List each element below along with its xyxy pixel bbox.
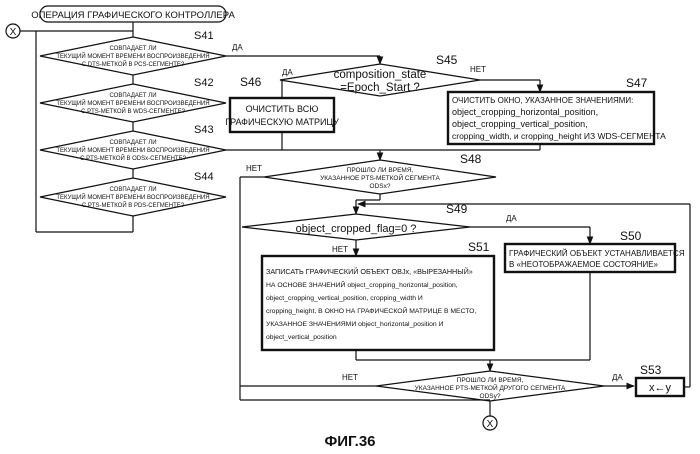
s50-line-2: В «НЕОТОБРАЖАЕМОЕ СОСТОЯНИЕ» [509, 260, 659, 269]
step-s45: S45 [436, 53, 458, 67]
s51-line-3: object_cropping_vertical_position, cropp… [266, 295, 423, 302]
start-label: ОПЕРАЦИЯ ГРАФИЧЕСКОГО КОНТРОЛЛЕРА [31, 10, 235, 21]
s41-line-2: ТЕКУЩИЙ МОМЕНТ ВРЕМЕНИ ВОСПРОИЗВЕДЕНИЯ [56, 52, 209, 60]
step-s42: S42 [194, 77, 214, 89]
s46-line-2: ГРАФИЧЕСКУЮ МАТРИЦУ [225, 117, 339, 127]
s48-no-label: НЕТ [246, 164, 262, 173]
s44-line-3: С PTS-МЕТКОЙ В PDS-СЕГМЕНТЕ? [82, 201, 185, 209]
s44-line-2: ТЕКУЩИЙ МОМЕНТ ВРЕМЕНИ ВОСПРОИЗВЕДЕНИЯ [56, 193, 209, 201]
s53-box-label: x←y [649, 382, 672, 394]
s51-line-2: НА ОСНОВЕ ЗНАЧЕНИЙ object_cropping_horiz… [266, 280, 458, 289]
s43-line-1: СОВПАДАЕТ ЛИ [109, 140, 156, 146]
step-s47: S47 [626, 76, 648, 90]
connector-x-bottom-label: X [487, 419, 494, 430]
s47-line-3: object_cropping_vertical_position, [452, 119, 588, 129]
s44-line-1: СОВПАДАЕТ ЛИ [109, 187, 156, 193]
s46-line-1: ОЧИСТИТЬ ВСЮ [246, 104, 319, 114]
s45-line-1: composition_state [334, 69, 427, 81]
step-s51: S51 [468, 240, 490, 254]
s49-yes-label: ДА [506, 214, 517, 223]
s45-line-2: =Epoch_Start ? [340, 82, 420, 94]
s51-line-4: cropping_height, В ОКНО НА ГРАФИЧЕСКОЙ М… [266, 306, 476, 315]
s41-line-1: СОВПАДАЕТ ЛИ [109, 46, 156, 52]
step-s41: S41 [194, 30, 214, 42]
s42-line-2: ТЕКУЩИЙ МОМЕНТ ВРЕМЕНИ ВОСПРОИЗВЕДЕНИЯ [56, 99, 209, 107]
s48-line-2: УКАЗАННОЕ PTS-МЕТКОЙ СЕГМЕНТА [320, 173, 440, 182]
s48-line-1: ПРОШЛО ЛИ ВРЕМЯ, [347, 167, 414, 174]
s49-line-1: object_cropped_flag=0 ? [296, 223, 417, 235]
step-s46: S46 [240, 75, 262, 89]
s47-line-1: ОЧИСТИТЬ ОКНО, УКАЗАННОЕ ЗНАЧЕНИЯМИ: [452, 96, 633, 105]
step-s44: S44 [194, 171, 214, 183]
s53-no-label: НЕТ [342, 373, 358, 382]
s53-line-1: ПРОШЛО ЛИ ВРЕМЯ, [457, 377, 524, 384]
s43-line-3: С PTS-МЕТКОЙ В ODSx-СЕГМЕНТЕ? [80, 154, 187, 162]
s51-line-5: УКАЗАННОЕ ЗНАЧЕНИЯМИ object_horizontal_p… [266, 321, 444, 328]
s45-yes-label: ДА [282, 68, 293, 77]
s42-line-1: СОВПАДАЕТ ЛИ [109, 93, 156, 99]
step-s48: S48 [460, 152, 482, 166]
s49-no-label: НЕТ [332, 245, 348, 254]
s48-line-3: ODSx? [370, 183, 391, 190]
s42-line-3: С PTS-МЕТКОЙ В WDS-СЕГМЕНТЕ? [81, 107, 186, 115]
step-s53: S53 [640, 363, 662, 377]
step-s50: S50 [620, 229, 642, 243]
s51-line-1: ЗАПИСАТЬ ГРАФИЧЕСКИЙ ОБЪЕКТ OBJx, «ВЫРЕЗ… [266, 267, 473, 276]
s43-line-2: ТЕКУЩИЙ МОМЕНТ ВРЕМЕНИ ВОСПРОИЗВЕДЕНИЯ [56, 146, 209, 154]
connector-x-top-label: X [10, 27, 17, 38]
s50-line-1: ГРАФИЧЕСКИЙ ОБЪЕКТ УСТАНАВЛИВАЕТСЯ [509, 249, 685, 258]
s47-line-4: cropping_width, и cropping_height ИЗ WDS… [452, 131, 666, 141]
s51-line-6: object_vertical_position [266, 334, 337, 341]
s53-line-2: УКАЗАННОЕ PTS-МЕТКОЙ ДРУГОГО СЕГМЕНТА [415, 383, 566, 392]
s45-no-label: НЕТ [470, 65, 486, 74]
s47-line-2: object_cropping_horizontal_position, [452, 107, 598, 117]
s41-yes-label: ДА [232, 43, 243, 52]
s41-line-3: С DTS-МЕТКОЙ В PCS-СЕГМЕНТЕ? [82, 60, 185, 68]
s53-line-3: ODSy? [480, 393, 501, 400]
s53-yes-label: ДА [612, 373, 623, 382]
figure-caption: ФИГ.36 [324, 433, 375, 450]
step-s43: S43 [194, 124, 214, 136]
